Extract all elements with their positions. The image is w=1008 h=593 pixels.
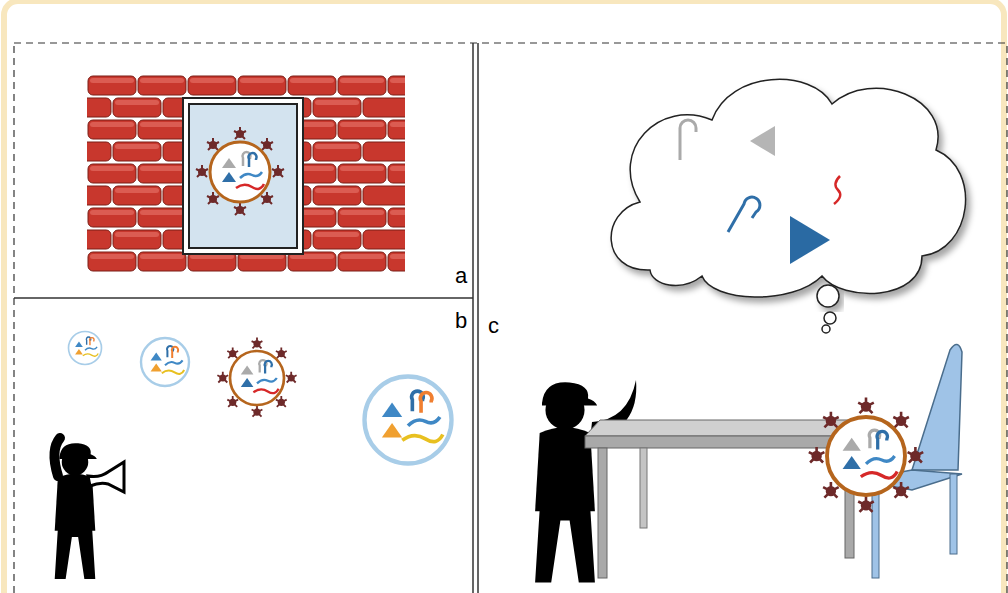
- vesicle-group: [69, 332, 452, 464]
- thought-cloud: [611, 79, 965, 333]
- virus-particle: [809, 398, 923, 512]
- brick-wall: [87, 75, 405, 273]
- panel-letter: b: [455, 310, 467, 332]
- panel-letter: c: [488, 315, 499, 337]
- panel-divider: [14, 297, 473, 299]
- panel-divider: [472, 43, 474, 593]
- announcer-figure: [54, 438, 124, 579]
- panel-letter: a: [455, 265, 467, 287]
- interrogator-figure: [535, 380, 636, 583]
- panel: a: [14, 43, 473, 298]
- dashed-border: [14, 43, 1007, 593]
- panel-divider: [477, 43, 479, 593]
- outer-frame: [4, 1, 1004, 593]
- panel: c: [478, 43, 1007, 593]
- panel: b: [14, 298, 473, 593]
